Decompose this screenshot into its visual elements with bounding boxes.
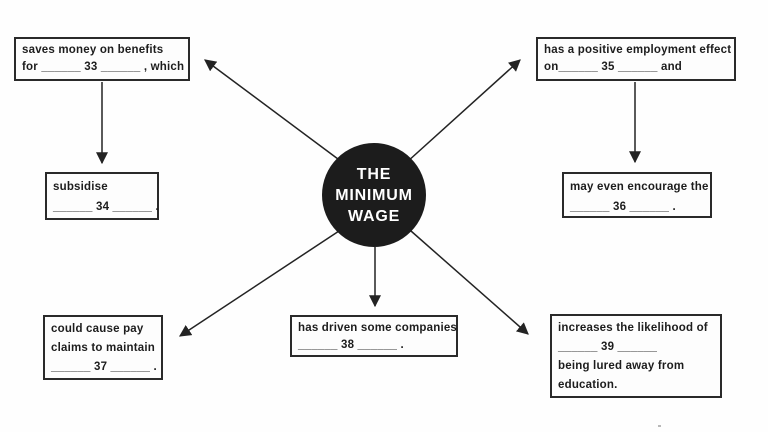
box-text-line: saves money on benefits (22, 44, 164, 56)
arrow-center-to-box33 (204, 59, 343, 163)
box-text-line: may even encourage the (570, 181, 709, 193)
central-topic-line: THE (356, 165, 392, 183)
arrow-center-to-box35 (406, 59, 521, 163)
box-text-line: claims to maintain (51, 342, 155, 354)
box-text-line: increases the likelihood of (558, 322, 708, 334)
answer-box-38: has driven some companies ______ 38 ____… (290, 315, 458, 357)
answer-box-35: has a positive employment effect on_____… (536, 37, 736, 81)
box-text-line-with-blank-36: ______ 36 ______ . (570, 201, 676, 213)
box-text-line-with-blank-34: ______ 34 ______ . (53, 201, 159, 213)
scan-artifact-speck (658, 425, 661, 427)
answer-box-39: increases the likelihood of ______ 39 __… (550, 314, 722, 398)
box-text-line: has driven some companies (298, 322, 458, 334)
answer-box-37: could cause pay claims to maintain _____… (43, 315, 163, 380)
box-text-line-with-blank-38: ______ 38 ______ . (298, 339, 404, 351)
central-topic-node: THE MINIMUM WAGE (322, 143, 426, 247)
answer-box-34: subsidise ______ 34 ______ . (45, 172, 159, 220)
answer-box-36: may even encourage the ______ 36 ______ … (562, 172, 712, 218)
box-text-line-with-blank-33: for ______ 33 ______ , which (22, 61, 185, 73)
box-text-line-with-blank-35: on______ 35 ______ and (544, 61, 683, 73)
box-text-line: has a positive employment effect (544, 44, 732, 56)
box-text-line: could cause pay (51, 323, 144, 335)
box-text-line-with-blank-39: ______ 39 ______ (558, 341, 658, 353)
box-text-line-with-blank-37: ______ 37 ______ . (51, 361, 157, 373)
box-text-line: subsidise (53, 181, 108, 193)
arrow-center-to-box37 (178, 230, 340, 337)
arrow-center-to-box39 (410, 230, 529, 335)
box-text-line: education. (558, 379, 618, 391)
central-topic-line: WAGE (347, 207, 401, 225)
box-text-line: being lured away from (558, 360, 685, 372)
answer-box-33: saves money on benefits for ______ 33 __… (14, 37, 190, 81)
central-topic-line: MINIMUM (335, 186, 413, 204)
